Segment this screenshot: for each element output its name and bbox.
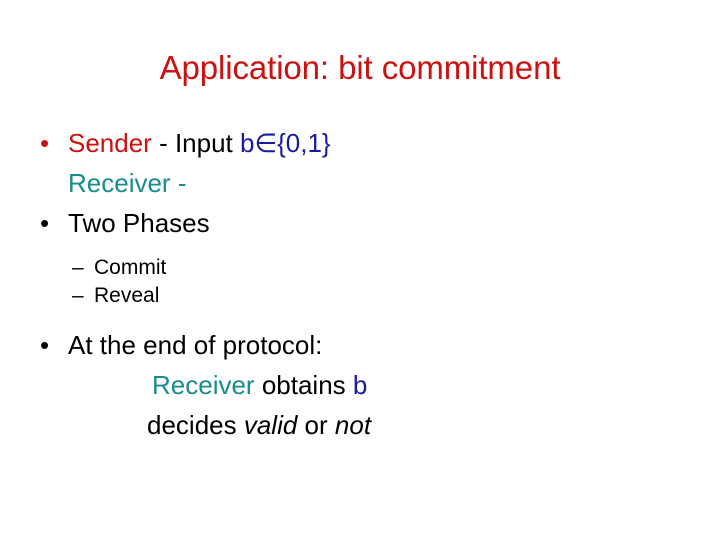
detail-run-receiver: Receiver xyxy=(152,370,255,400)
bullet-run-receiver: Receiver xyxy=(68,168,171,198)
sub-bullet-label-reveal: Reveal xyxy=(94,284,160,307)
slide-title: Application: bit commitment xyxy=(159,49,561,86)
bullet-run-end-of-protocol: At the end of protocol: xyxy=(68,330,323,360)
detail-run-valid: valid xyxy=(243,410,298,440)
bullet-item-end-of-protocol: • At the end of protocol: xyxy=(0,328,720,362)
sub-bullet-label-commit: Commit xyxy=(94,256,167,279)
bullet-run-input-domain: b∈{0,1} xyxy=(240,128,331,158)
detail-run-decides: decides xyxy=(147,410,244,440)
spacer xyxy=(0,240,720,254)
bullet-run-two-phases: Two Phases xyxy=(68,208,210,238)
detail-run-not: not xyxy=(334,410,372,440)
slide-body-placeholder: • Sender - Input b∈{0,1} Receiver - • Tw… xyxy=(0,126,720,442)
detail-run-obtains: obtains xyxy=(254,370,353,400)
detail-run-bit-b: b xyxy=(352,370,368,400)
detail-run-or: or xyxy=(297,410,335,440)
bullet-item-receiver: Receiver - xyxy=(0,166,720,200)
bullet-marker-icon: • xyxy=(40,330,50,360)
dash-marker-icon: – xyxy=(72,284,84,307)
slide-title-placeholder: Application: bit commitment xyxy=(0,48,720,88)
sub-bullet-item-commit: –Commit xyxy=(0,254,720,282)
bullet-item-two-phases: • Two Phases xyxy=(0,206,720,240)
dash-marker-icon: – xyxy=(72,256,84,279)
detail-line-receiver-obtains: Receiver obtains b xyxy=(0,368,720,402)
bullet-item-sender: • Sender - Input b∈{0,1} xyxy=(0,126,720,160)
bullet-marker-icon: • xyxy=(40,208,50,238)
bullet-marker-icon: • xyxy=(40,128,50,158)
detail-line-decides-valid: decides valid or not xyxy=(0,408,720,442)
bullet-run-input-label: - Input xyxy=(151,128,240,158)
bullet-run-receiver-dash: - xyxy=(170,168,187,198)
sub-bullet-item-reveal: –Reveal xyxy=(0,282,720,310)
spacer xyxy=(0,310,720,328)
bullet-run-sender: Sender xyxy=(68,128,152,158)
